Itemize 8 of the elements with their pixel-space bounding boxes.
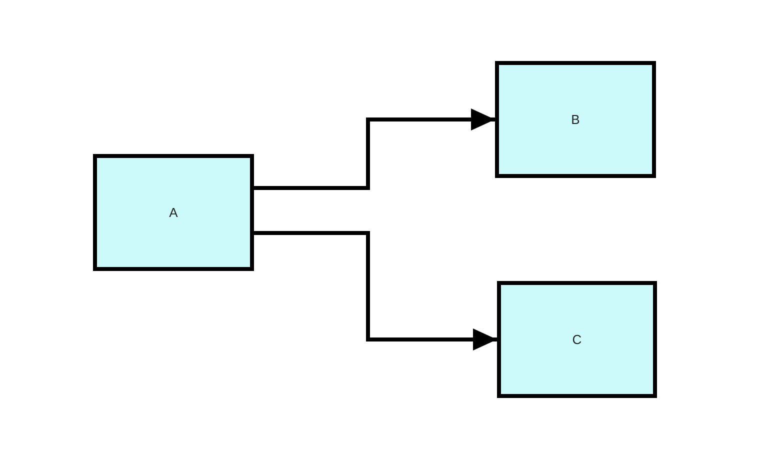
arrow xyxy=(254,108,495,190)
arrow xyxy=(254,231,497,350)
process-box xyxy=(93,154,254,271)
box-label: B xyxy=(571,110,580,129)
box-label: C xyxy=(572,330,582,349)
box-label: A xyxy=(169,204,178,222)
process-box xyxy=(495,61,656,178)
process-box xyxy=(497,281,657,398)
